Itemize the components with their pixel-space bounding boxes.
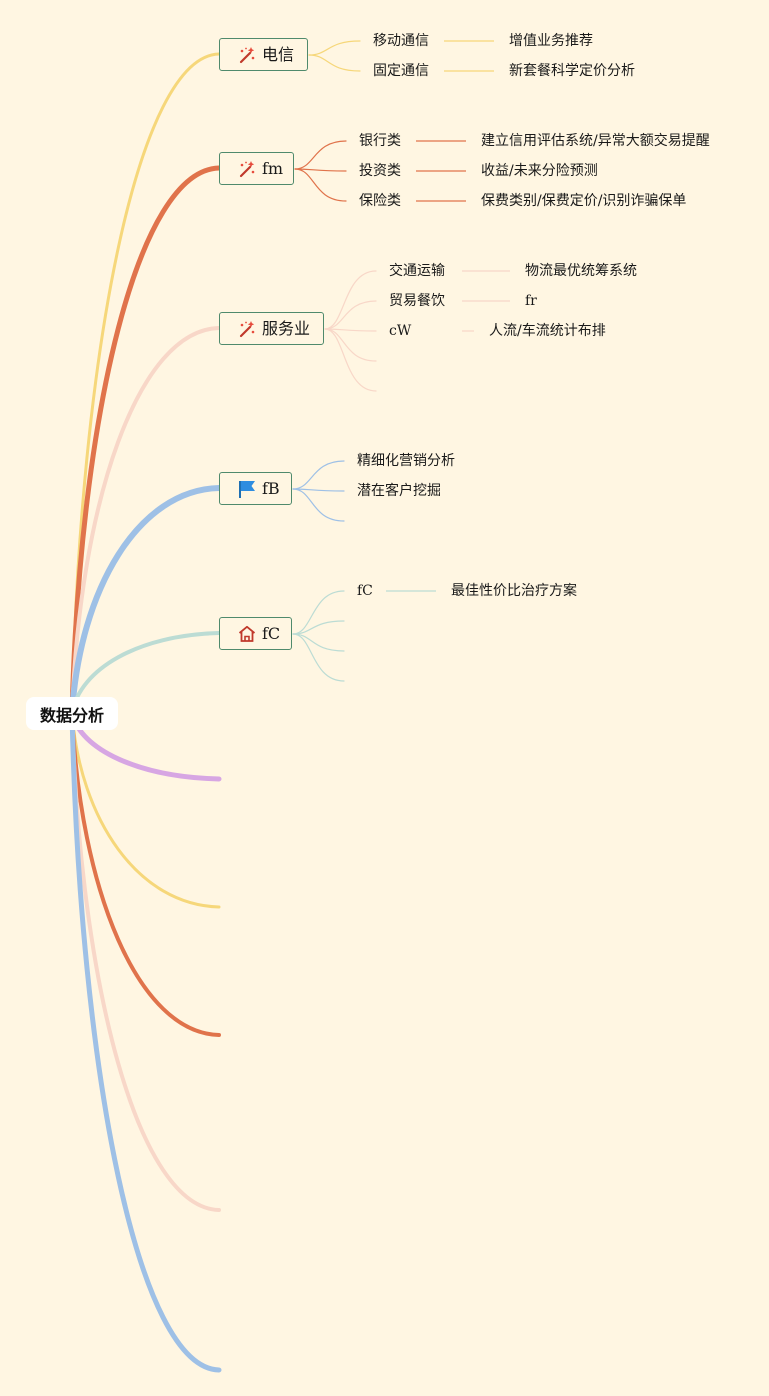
branch-label: 服务业 — [262, 318, 311, 338]
grandchild-topic[interactable]: 建立信用评估系统/异常大额交易提醒 — [481, 133, 710, 149]
child-connector — [324, 300, 377, 330]
child-connector — [324, 328, 377, 362]
child-connector — [292, 488, 345, 522]
child-connector — [292, 590, 345, 635]
root-topic[interactable]: 数据分析 — [26, 697, 118, 730]
grandchild-topic[interactable]: 最佳性价比治疗方案 — [451, 583, 577, 599]
flag-icon — [236, 478, 258, 500]
child-topic[interactable]: 潜在客户挖掘 — [357, 483, 441, 499]
branch-label: fm — [262, 158, 284, 178]
child-connector — [292, 620, 345, 635]
branch-topic[interactable]: 电信 — [219, 38, 308, 71]
empty-branch-connector — [70, 711, 221, 1037]
empty-branch-connector — [69, 710, 222, 1373]
branch-label: 电信 — [262, 44, 295, 64]
child-topic[interactable]: cW — [389, 323, 412, 339]
child-connector — [324, 328, 377, 392]
grandchild-topic[interactable]: fr — [525, 293, 537, 309]
child-topic[interactable]: fC — [357, 583, 373, 599]
child-topic[interactable]: 固定通信 — [373, 63, 429, 79]
branch-connector — [70, 326, 221, 715]
empty-branch-connector — [70, 711, 221, 1212]
branch-topic[interactable]: fm — [219, 152, 294, 185]
branch-connector — [69, 165, 222, 716]
home-icon — [236, 623, 258, 645]
branch-connector — [69, 485, 222, 716]
child-topic[interactable]: 移动通信 — [373, 33, 429, 49]
child-topic[interactable]: 银行类 — [359, 133, 401, 149]
grandchild-topic[interactable]: 增值业务推荐 — [509, 33, 593, 49]
branch-topic[interactable]: fC — [219, 617, 292, 650]
branch-label: fB — [262, 478, 280, 498]
grandchild-topic[interactable]: 人流/车流统计布排 — [489, 323, 606, 339]
magic-wand-icon — [236, 158, 258, 180]
grandchild-topic[interactable]: 收益/未来分险预测 — [481, 163, 598, 179]
grandchild-topic[interactable]: 物流最优统筹系统 — [525, 263, 637, 279]
grandchild-topic[interactable]: 新套餐科学定价分析 — [509, 63, 635, 79]
child-connector — [324, 270, 377, 330]
branch-label: fC — [262, 623, 281, 643]
child-connector — [308, 54, 361, 72]
child-connector — [292, 460, 345, 490]
branch-topic[interactable]: fB — [219, 472, 292, 505]
branch-topic[interactable]: 服务业 — [219, 312, 324, 345]
child-topic[interactable]: 投资类 — [359, 163, 401, 179]
child-connector — [294, 168, 347, 202]
child-topic[interactable]: 交通运输 — [389, 263, 445, 279]
child-topic[interactable]: 保险类 — [359, 193, 401, 209]
magic-wand-icon — [236, 318, 258, 340]
child-connector — [292, 633, 345, 682]
magic-wand-icon — [236, 44, 258, 66]
empty-branch-connector — [70, 711, 221, 909]
grandchild-topic[interactable]: 保费类别/保费定价/识别诈骗保单 — [481, 193, 687, 209]
child-connector — [308, 40, 361, 56]
child-connector — [294, 140, 347, 170]
child-topic[interactable]: 精细化营销分析 — [357, 453, 455, 469]
child-topic[interactable]: 贸易餐饮 — [389, 293, 445, 309]
